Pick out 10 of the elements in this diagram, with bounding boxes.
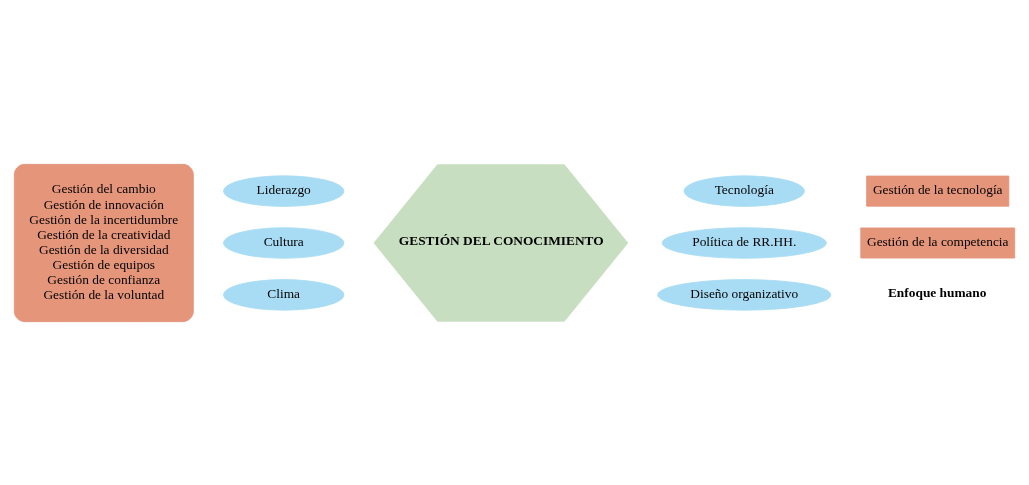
- node-ellipse: Clima: [223, 278, 345, 311]
- node-ellipse: Tecnología: [683, 174, 805, 207]
- node-ellipse: Diseño organizativo: [657, 278, 832, 311]
- node-box: Gestión del cambio Gestión de innovación Gestión de la incertidumbre Gestión de la creatividad Gestión de la diversidad Gestión de equipos Gestión de confianza Gestión de la voluntad: [13, 163, 194, 322]
- node-ellipse: Política de RR.HH.: [661, 226, 827, 259]
- label: Enfoque humano: [887, 284, 987, 300]
- node-box: Gestión de la competencia: [860, 227, 1016, 258]
- node-ellipse: Cultura: [223, 226, 345, 259]
- node-box: Gestión de la tecnología: [866, 175, 1010, 207]
- node-ellipse: Liderazgo: [223, 174, 345, 207]
